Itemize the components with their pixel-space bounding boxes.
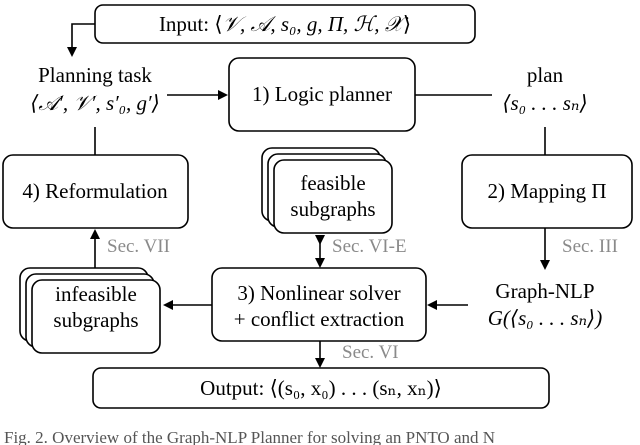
- input-label: Input: ⟨𝒱, 𝒜, s₀, g, Π, ℋ, 𝒳⟩: [159, 12, 411, 36]
- planning-task-node: Planning task ⟨𝒜′, 𝒱′, s′₀, g′⟩: [30, 63, 160, 115]
- solver-box: 3) Nonlinear solver + conflict extractio…: [211, 267, 427, 342]
- plan-formula: ⟨s₀ . . . sₙ⟩: [502, 91, 587, 115]
- reformulation-label: 4) Reformulation: [22, 179, 168, 203]
- mapping-label: 2) Mapping Π: [488, 179, 607, 203]
- infeasible-label-2: subgraphs: [53, 308, 138, 332]
- infeasible-subgraphs-stack: infeasible subgraphs: [19, 267, 161, 354]
- graph-nlp-formula: G(⟨s₀ . . . sₙ⟩): [488, 306, 602, 330]
- section-vii-label: Sec. VII: [107, 236, 170, 257]
- logic-planner-label: 1) Logic planner: [252, 82, 392, 106]
- section-vie-label: Sec. VI-E: [332, 236, 407, 257]
- plan-title: plan: [527, 63, 564, 87]
- figure-caption: Fig. 2. Overview of the Graph-NLP Planne…: [4, 428, 495, 445]
- logic-planner-box: 1) Logic planner: [228, 57, 416, 132]
- arrow-input-to-task: [67, 23, 95, 57]
- infeasible-label-1: infeasible: [55, 282, 137, 306]
- section-vi-label: Sec. VI: [342, 342, 399, 363]
- output-box: Output: ⟨(s₀, x₀) . . . (sₙ, xₙ)⟩: [92, 367, 550, 409]
- planning-task-formula: ⟨𝒜′, 𝒱′, s′₀, g′⟩: [30, 91, 160, 115]
- feasible-label-1: feasible: [300, 171, 365, 195]
- graph-nlp-node: Graph-NLP G(⟨s₀ . . . sₙ⟩): [488, 279, 602, 330]
- plan-node: plan ⟨s₀ . . . sₙ⟩: [502, 63, 587, 115]
- output-label: Output: ⟨(s₀, x₀) . . . (sₙ, xₙ)⟩: [200, 376, 442, 400]
- feasible-subgraphs-stack: feasible subgraphs: [261, 147, 393, 234]
- solver-label-2: + conflict extraction: [234, 307, 405, 331]
- reformulation-box: 4) Reformulation: [2, 154, 189, 229]
- solver-label-1: 3) Nonlinear solver: [237, 281, 400, 305]
- graph-nlp-title: Graph-NLP: [495, 279, 594, 303]
- planning-task-title: Planning task: [38, 63, 152, 87]
- mapping-box: 2) Mapping Π: [461, 154, 633, 229]
- feasible-label-2: subgraphs: [290, 197, 375, 221]
- section-iii-label: Sec. III: [562, 236, 618, 257]
- input-box: Input: ⟨𝒱, 𝒜, s₀, g, Π, ℋ, 𝒳⟩: [94, 4, 476, 44]
